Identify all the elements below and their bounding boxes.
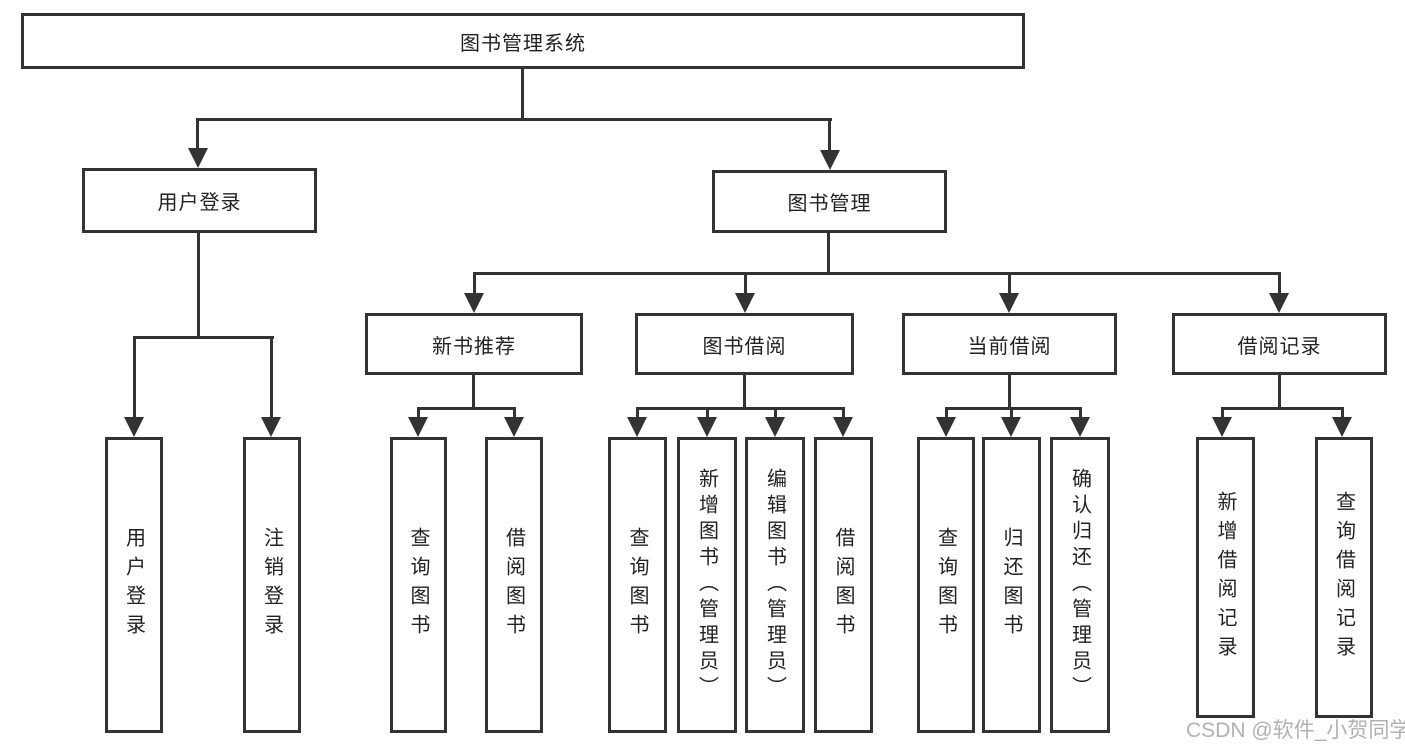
connector-line	[197, 118, 832, 121]
node-root: 图书管理系统	[21, 13, 1025, 69]
leaf-query-books-3-label: 查询图书	[934, 527, 957, 643]
connector-line	[196, 118, 199, 150]
leaf-borrow-books-2: 借阅图书	[814, 437, 873, 733]
connector-line	[945, 407, 1082, 410]
leaf-add-books-admin-label: 新增图书（管理员）	[695, 468, 718, 702]
node-book-management-label: 图书管理	[787, 193, 872, 215]
node-current-borrowing-label: 当前借阅	[967, 335, 1052, 358]
leaf-add-borrow-record-label: 新增借阅记录	[1214, 490, 1236, 665]
leaf-query-books-1-label: 查询图书	[407, 527, 429, 643]
leaf-logout-label: 注销登录	[260, 527, 283, 643]
leaf-return-books-label: 归还图书	[1000, 527, 1022, 643]
leaf-add-books-admin: 新增图书（管理员）	[677, 437, 737, 733]
leaf-user-login: 用户登录	[105, 437, 163, 733]
node-user-login-label: 用户登录	[157, 192, 242, 214]
leaf-borrow-books-2-label: 借阅图书	[832, 527, 854, 643]
node-root-label: 图书管理系统	[460, 32, 586, 55]
node-new-book-recommend-label: 新书推荐	[432, 335, 516, 358]
connector-line	[1010, 407, 1013, 419]
node-new-book-recommend: 新书推荐	[365, 313, 583, 375]
node-book-borrowing-label: 图书借阅	[702, 335, 787, 358]
connector-line	[1008, 272, 1011, 296]
connector-line	[521, 69, 524, 120]
connector-line	[842, 407, 845, 419]
connector-line	[1278, 272, 1281, 296]
leaf-edit-books-admin: 编辑图书（管理员）	[745, 437, 805, 733]
csdn-watermark: CSDN @软件_小贺同学	[1186, 719, 1405, 742]
leaf-query-books-1: 查询图书	[390, 437, 447, 733]
leaf-confirm-return-admin: 确认归还（管理员）	[1050, 437, 1110, 733]
connector-line	[774, 407, 777, 419]
connector-arrowhead-down	[188, 148, 208, 168]
node-current-borrowing: 当前借阅	[902, 313, 1117, 375]
connector-arrowhead-down	[936, 417, 956, 437]
leaf-query-borrow-record: 查询借阅记录	[1315, 437, 1373, 718]
leaf-confirm-return-admin-label: 确认归还（管理员）	[1068, 468, 1091, 702]
connector-line	[636, 407, 639, 419]
connector-arrowhead-down	[1001, 417, 1021, 437]
connector-line	[828, 118, 831, 152]
connector-line	[473, 272, 1281, 275]
leaf-query-books-3: 查询图书	[917, 437, 975, 733]
connector-line	[945, 407, 948, 419]
connector-line	[133, 336, 274, 339]
connector-line	[1008, 375, 1011, 409]
connector-line	[133, 336, 136, 419]
leaf-borrow-books-1-label: 借阅图书	[502, 527, 525, 643]
node-borrowing-records: 借阅记录	[1172, 313, 1387, 375]
node-book-management: 图书管理	[712, 170, 947, 233]
connector-line	[472, 375, 475, 409]
connector-arrowhead-down	[408, 417, 428, 437]
connector-arrowhead-down	[999, 293, 1019, 313]
connector-line	[706, 407, 709, 419]
connector-arrowhead-down	[1332, 417, 1352, 437]
leaf-logout: 注销登录	[243, 437, 301, 733]
leaf-borrow-books-1: 借阅图书	[485, 437, 543, 733]
connector-arrowhead-down	[735, 293, 755, 313]
connector-arrowhead-down	[820, 150, 840, 170]
connector-arrowhead-down	[504, 417, 524, 437]
connector-arrowhead-down	[1212, 417, 1232, 437]
connector-line	[473, 272, 476, 296]
connector-line	[744, 272, 747, 296]
leaf-return-books: 归还图书	[982, 437, 1041, 733]
connector-line	[1079, 407, 1082, 419]
connector-line	[417, 407, 516, 410]
connector-arrowhead-down	[464, 293, 484, 313]
connector-line	[270, 336, 273, 419]
connector-arrowhead-down	[765, 417, 785, 437]
connector-arrowhead-down	[1269, 293, 1289, 313]
leaf-user-login-label: 用户登录	[122, 527, 145, 643]
leaf-query-borrow-record-label: 查询借阅记录	[1332, 490, 1355, 665]
connector-line	[636, 407, 845, 410]
connector-arrowhead-down	[1070, 417, 1090, 437]
connector-line	[417, 407, 420, 419]
connector-line	[197, 233, 200, 339]
connector-arrowhead-down	[261, 417, 281, 437]
leaf-query-books-2-label: 查询图书	[626, 527, 648, 643]
connector-line	[1221, 407, 1344, 410]
connector-arrowhead-down	[697, 417, 717, 437]
connector-arrowhead-down	[833, 417, 853, 437]
connector-line	[1278, 375, 1281, 409]
leaf-edit-books-admin-label: 编辑图书（管理员）	[763, 468, 786, 702]
node-book-borrowing: 图书借阅	[635, 313, 854, 375]
connector-line	[1221, 407, 1224, 419]
connector-arrowhead-down	[124, 417, 144, 437]
connector-line	[827, 233, 830, 274]
connector-line	[513, 407, 516, 419]
leaf-add-borrow-record: 新增借阅记录	[1196, 437, 1255, 718]
connector-line	[743, 375, 746, 409]
node-borrowing-records-label: 借阅记录	[1237, 335, 1322, 358]
node-user-login: 用户登录	[82, 168, 317, 233]
connector-arrowhead-down	[627, 417, 647, 437]
leaf-query-books-2: 查询图书	[608, 437, 667, 733]
connector-line	[1341, 407, 1344, 419]
